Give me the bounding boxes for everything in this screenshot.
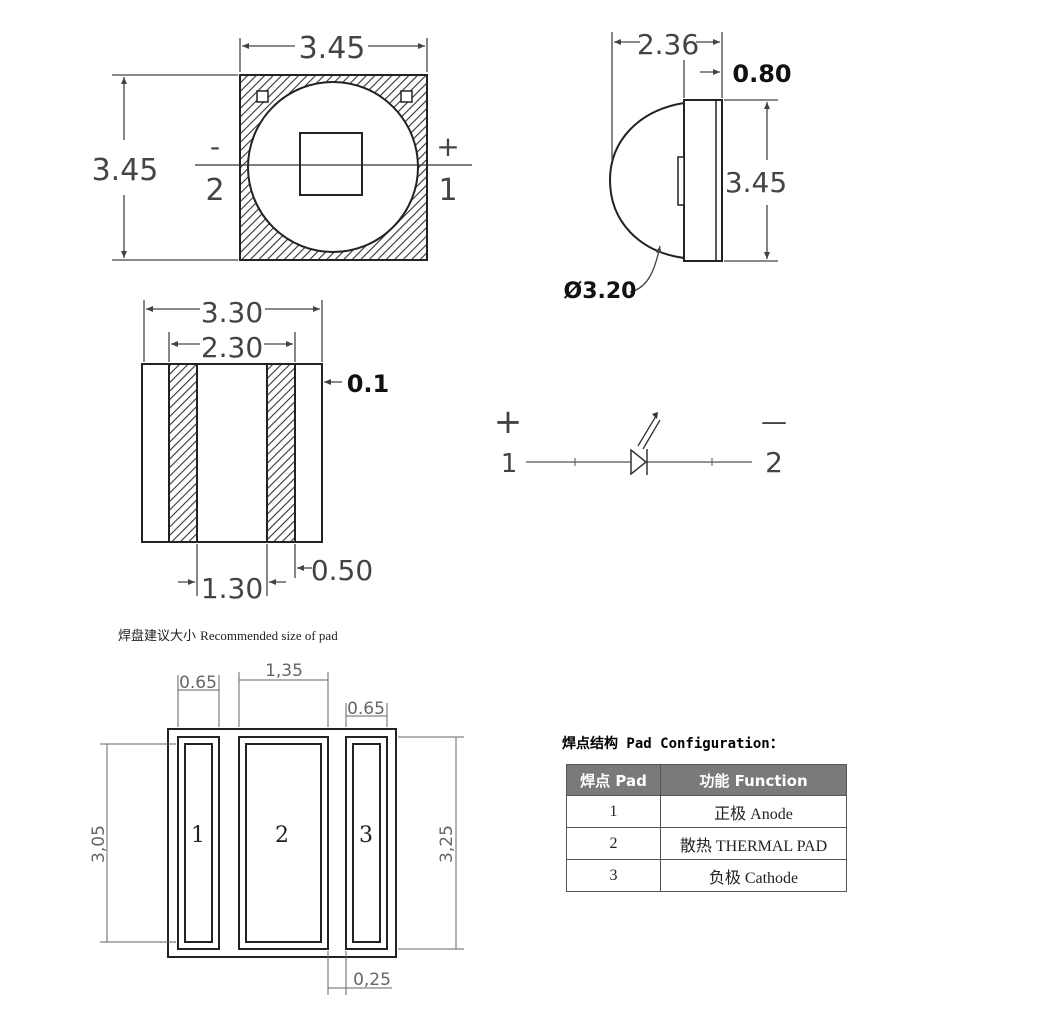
- pad-layout-caption-cn: 焊盘建议大小: [118, 629, 197, 644]
- schematic-minus-pin: 2: [765, 446, 783, 479]
- pad-config-title: 焊点结构 Pad Configuration：: [562, 736, 784, 752]
- top-view-width-label: 3.45: [299, 31, 366, 66]
- schematic-plus-sign: +: [494, 402, 523, 442]
- pad-config-header-row: 焊点 Pad 功能 Function: [566, 764, 847, 796]
- bottom-view-pad-left: [168, 363, 198, 543]
- top-view-plus-sign: +: [436, 130, 459, 163]
- pad-left-width-label: 0.65: [179, 673, 217, 693]
- pad-right-height-label: 3,25: [437, 825, 457, 863]
- pad-gap-label: 0,25: [353, 970, 391, 990]
- table-row: 1 正极 Anode: [566, 795, 847, 828]
- bottom-view: 3.30 2.30 0.1 1.30 0.50: [141, 296, 390, 605]
- bottom-view-pad-right: [266, 363, 296, 543]
- bottom-view-center-gap-label: 1.30: [201, 572, 263, 605]
- header-function: 功能 Function: [660, 764, 847, 796]
- top-view-chip: [299, 132, 363, 196]
- circuit-symbol: + 1 — 2: [494, 402, 787, 479]
- pad-config-table: 焊点 Pad 功能 Function 1 正极 Anode 2 散热 THERM…: [566, 764, 847, 892]
- schematic-plus-pin: 1: [501, 449, 518, 479]
- pad-2-label: 2: [275, 823, 289, 848]
- header-pad: 焊点 Pad: [566, 764, 661, 796]
- bottom-view-inner-width-label: 2.30: [201, 331, 263, 364]
- side-view: 2.36 0.80 3.45 Ø3.20: [564, 28, 792, 304]
- top-view-plus-pin: 1: [438, 173, 457, 208]
- pad-left-height-label: 3,05: [89, 825, 109, 863]
- top-view-minus-pin: 2: [205, 173, 224, 208]
- pad-3-label: 3: [359, 823, 373, 848]
- top-view-minus-sign: -: [210, 130, 220, 163]
- table-row: 2 散热 THERMAL PAD: [566, 827, 847, 860]
- cell-function: 负极 Cathode: [660, 859, 847, 892]
- bottom-view-pad-width-label: 0.50: [311, 554, 373, 587]
- cell-pad: 2: [566, 827, 661, 860]
- pad-layout-caption-en: Recommended size of pad: [200, 628, 338, 643]
- pad-center-width-label: 1,35: [265, 661, 303, 681]
- side-view-depth-label: 2.36: [637, 28, 699, 61]
- top-view: 3.45 3.45 - 2 + 1: [92, 31, 472, 261]
- emission-arrow-icon: [637, 415, 657, 447]
- side-view-height-label: 3.45: [725, 166, 787, 199]
- diode-symbol: [630, 448, 648, 476]
- cell-function: 正极 Anode: [660, 795, 847, 828]
- pad-layout: 1 2 3 0.65 1,35 0.65 3,05 3,25 0,25: [89, 661, 464, 995]
- table-row: 3 负极 Cathode: [566, 859, 847, 892]
- side-view-chip: [677, 156, 685, 206]
- pad-right-width-label: 0.65: [347, 699, 385, 719]
- top-view-height-label: 3.45: [92, 153, 159, 188]
- bottom-view-edge-gap-label: 0.1: [347, 370, 390, 398]
- top-view-corner-mark-left: [256, 90, 269, 103]
- cell-pad: 3: [566, 859, 661, 892]
- cell-pad: 1: [566, 795, 661, 828]
- side-view-base-thickness-label: 0.80: [732, 60, 791, 88]
- bottom-view-outer-width-label: 3.30: [201, 296, 263, 329]
- side-view-lens: [608, 101, 685, 260]
- schematic-minus-sign: —: [761, 407, 787, 437]
- side-view-lens-diameter-label: Ø3.20: [564, 279, 637, 304]
- cell-function: 散热 THERMAL PAD: [660, 827, 847, 860]
- pad-1-label: 1: [191, 823, 205, 848]
- pad-layout-caption: 焊盘建议大小 Recommended size of pad: [118, 625, 338, 644]
- top-view-corner-mark-right: [400, 90, 413, 103]
